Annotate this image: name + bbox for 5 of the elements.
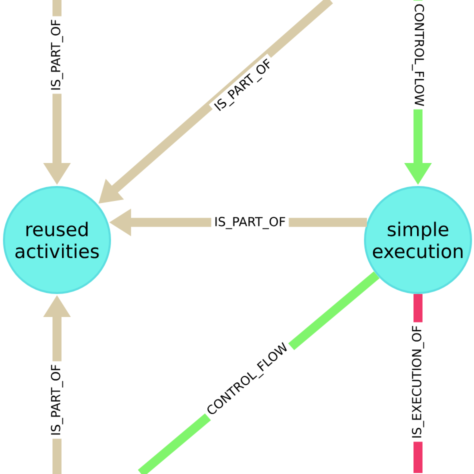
edge-label: IS_EXECUTION_OF bbox=[408, 322, 428, 442]
edge-label: IS_PART_OF bbox=[48, 361, 66, 439]
edge-label: IS_PART_OF bbox=[211, 214, 289, 232]
edge-label: CONTROL_FLOW bbox=[408, 0, 428, 110]
edge-label: IS_PART_OF bbox=[48, 16, 66, 94]
